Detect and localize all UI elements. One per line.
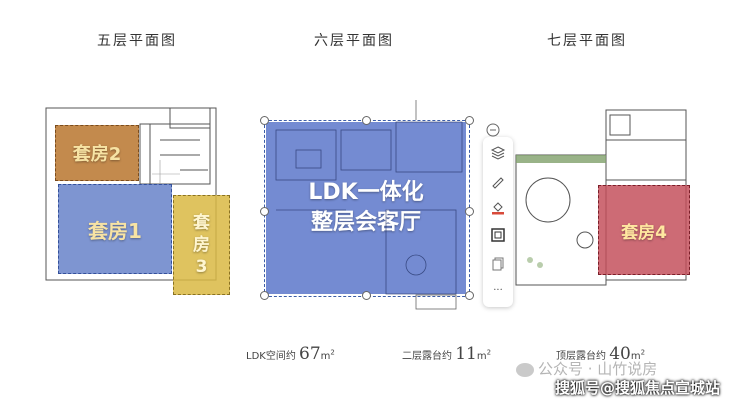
suite4-zone: 套房4 [598, 185, 690, 275]
suite2-zone: 套房2 [55, 125, 139, 181]
terrace2-area-label: 二层露台约 [402, 351, 452, 362]
suite3-label-1: 套 [193, 213, 210, 233]
wechat-icon [516, 362, 534, 377]
collapse-icon[interactable] [483, 120, 503, 140]
terrace2-area-caption: 二层露台约 11m2 [402, 344, 491, 364]
roof-area-sup: 2 [640, 348, 646, 357]
ldk-selection [264, 120, 470, 297]
ldk-label-2: 整层会客厅 [310, 210, 421, 235]
handle-mr[interactable] [465, 207, 474, 216]
handle-tl[interactable] [260, 116, 269, 125]
layers-icon[interactable] [488, 143, 508, 163]
ldk-area-unit: m [320, 351, 331, 362]
handle-br[interactable] [465, 291, 474, 300]
more-icon[interactable]: ··· [493, 284, 503, 296]
roof-area-label: 顶层露台约 [556, 351, 606, 362]
frame-icon[interactable] [488, 225, 508, 245]
suite3-label-2: 房 [193, 235, 210, 255]
terrace2-area-unit: m [476, 351, 487, 362]
ldk-label-1: LDK一体化 [308, 180, 424, 205]
pen-icon[interactable] [488, 171, 508, 191]
floor6-title: 六层平面图 [314, 33, 394, 49]
suite4-label: 套房4 [621, 222, 667, 243]
terrace2-area-sup: 2 [486, 348, 492, 357]
suite3-zone: 套 房 3 [173, 195, 230, 295]
floor7-title: 七层平面图 [547, 33, 627, 49]
terrace2-area-value: 11 [455, 344, 477, 364]
ldk-area-value: 67 [299, 344, 321, 364]
floor7-plan [515, 109, 687, 286]
floor5-title: 五层平面图 [97, 33, 177, 49]
copy-icon[interactable] [488, 253, 508, 273]
suite2-label: 套房2 [72, 144, 122, 165]
roof-area-unit: m [630, 351, 641, 362]
handle-tr[interactable] [465, 116, 474, 125]
suite1-label: 套房1 [88, 218, 142, 243]
roof-area-caption: 顶层露台约 40m2 [556, 344, 645, 364]
suite3-label-3: 3 [195, 257, 208, 277]
floor6-plan [275, 100, 463, 310]
handle-bm[interactable] [362, 291, 371, 300]
handle-bl[interactable] [260, 291, 269, 300]
ldk-zone[interactable]: LDK一体化 整层会客厅 [266, 122, 466, 294]
handle-ml[interactable] [260, 207, 269, 216]
suite1-zone: 套房1 [58, 184, 172, 274]
roof-area-value: 40 [609, 344, 631, 364]
ldk-area-label: LDK空间约 [246, 351, 296, 362]
fill-bucket-icon[interactable] [488, 197, 508, 217]
ldk-area-caption: LDK空间约 67m2 [246, 344, 335, 364]
floor5-plan [45, 107, 217, 281]
watermark-account-text: 公众号 · 山竹说房 [538, 360, 658, 378]
watermark-account: 公众号 · 山竹说房 [516, 358, 657, 379]
watermark-sohu: 搜狐号@搜狐焦点宣城站 [555, 379, 721, 397]
handle-tm[interactable] [362, 116, 371, 125]
editor-toolbar: ··· [483, 137, 513, 307]
ldk-area-sup: 2 [330, 348, 335, 357]
